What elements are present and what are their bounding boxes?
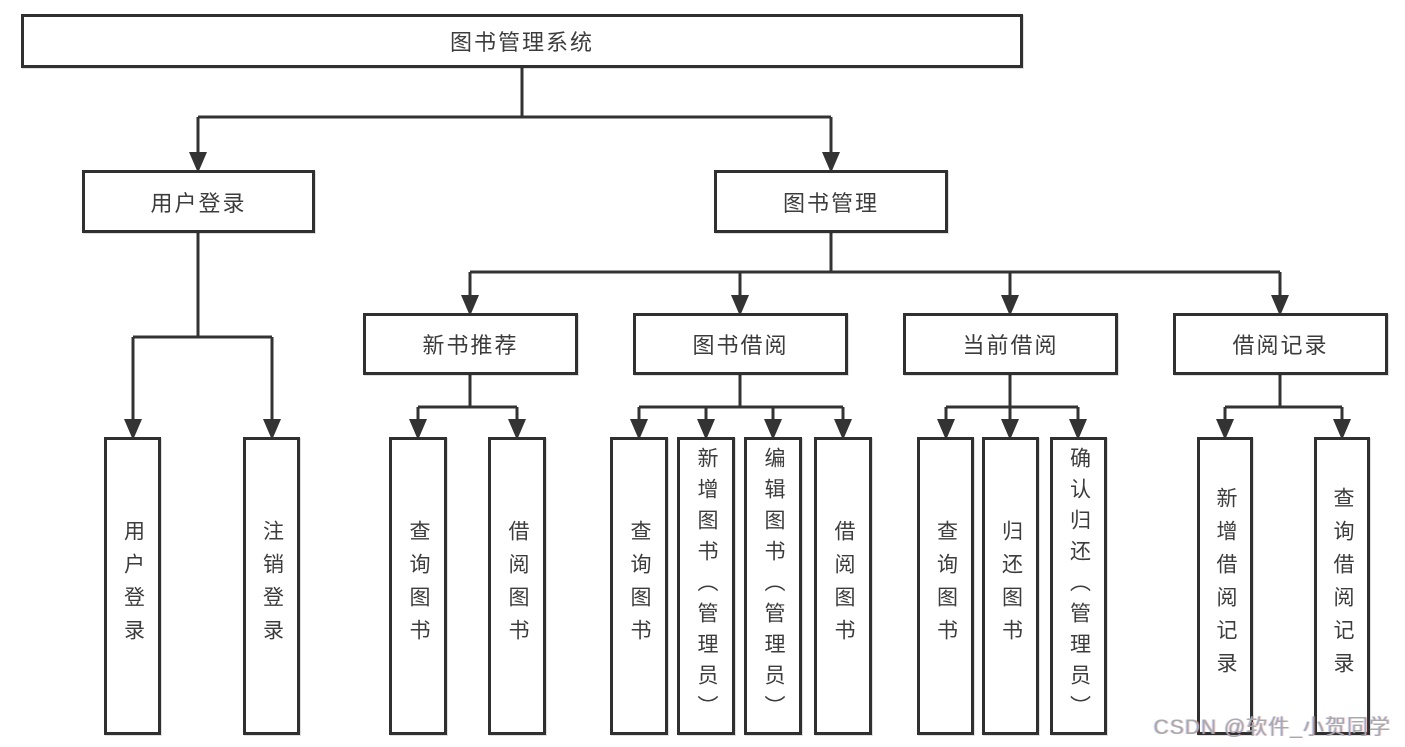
node-label: 确认归还（管理员） bbox=[1067, 446, 1091, 726]
wire-root-to-level2 bbox=[196, 68, 833, 155]
node-label: 归还图书 bbox=[999, 520, 1023, 652]
node-label: 借阅记录 bbox=[1232, 333, 1329, 358]
node-label: 查询图书 bbox=[407, 520, 430, 652]
leaf-query-borrow-record: 查询借阅记录 bbox=[1314, 437, 1370, 735]
node-label: 新增借阅记录 bbox=[1214, 487, 1237, 685]
leaf-add-books-admin: 新增图书（管理员） bbox=[677, 437, 735, 735]
wire-book-borrow-children bbox=[637, 375, 845, 422]
node-label: 查询借阅记录 bbox=[1331, 487, 1354, 685]
leaf-edit-books-admin: 编辑图书（管理员） bbox=[744, 437, 802, 735]
leaf-borrow-books: 借阅图书 bbox=[814, 437, 872, 735]
wire-borrow-record-children bbox=[1223, 375, 1344, 422]
node-label: 用户登录 bbox=[150, 190, 247, 216]
node-label: 编辑图书（管理员） bbox=[762, 446, 785, 726]
node-label: 图书管理系统 bbox=[449, 30, 594, 55]
node-label: 借阅图书 bbox=[506, 520, 529, 652]
watermark: CSDN @软件_小贺同学 bbox=[1153, 716, 1391, 739]
node-label: 查询图书 bbox=[934, 520, 958, 652]
leaf-return-books: 归还图书 bbox=[982, 437, 1039, 735]
leaf-add-borrow-record: 新增借阅记录 bbox=[1197, 437, 1253, 735]
wire-new-book-children bbox=[416, 375, 519, 422]
wire-book-mgmt-children bbox=[468, 233, 1282, 298]
node-user-login: 用户登录 bbox=[82, 170, 315, 233]
node-label: 图书借阅 bbox=[692, 333, 789, 358]
node-label: 图书管理 bbox=[782, 190, 879, 216]
node-book-management: 图书管理 bbox=[714, 170, 948, 233]
wire-user-login-children bbox=[131, 233, 274, 422]
leaf-query-books-borrow: 查询图书 bbox=[610, 437, 668, 735]
leaf-confirm-return-admin: 确认归还（管理员） bbox=[1050, 437, 1107, 735]
leaf-query-books-recommend: 查询图书 bbox=[389, 437, 447, 735]
node-label: 新书推荐 bbox=[422, 333, 519, 358]
node-label: 用户登录 bbox=[121, 520, 145, 652]
node-label: 借阅图书 bbox=[832, 520, 855, 652]
node-borrow-records: 借阅记录 bbox=[1173, 313, 1388, 375]
node-label: 注销登录 bbox=[260, 520, 284, 652]
node-book-borrow: 图书借阅 bbox=[633, 313, 848, 375]
leaf-borrow-books-recommend: 借阅图书 bbox=[488, 437, 546, 735]
node-label: 新增图书（管理员） bbox=[695, 446, 718, 726]
node-current-borrow: 当前借阅 bbox=[903, 313, 1118, 375]
node-label: 查询图书 bbox=[628, 520, 651, 652]
leaf-user-login: 用户登录 bbox=[104, 437, 161, 735]
node-new-book-recommend: 新书推荐 bbox=[363, 313, 578, 375]
node-library-system: 图书管理系统 bbox=[21, 14, 1023, 68]
node-label: 当前借阅 bbox=[962, 333, 1059, 358]
leaf-logout: 注销登录 bbox=[243, 437, 300, 735]
wire-current-borrow-children bbox=[944, 375, 1080, 422]
leaf-query-books-current: 查询图书 bbox=[917, 437, 974, 735]
